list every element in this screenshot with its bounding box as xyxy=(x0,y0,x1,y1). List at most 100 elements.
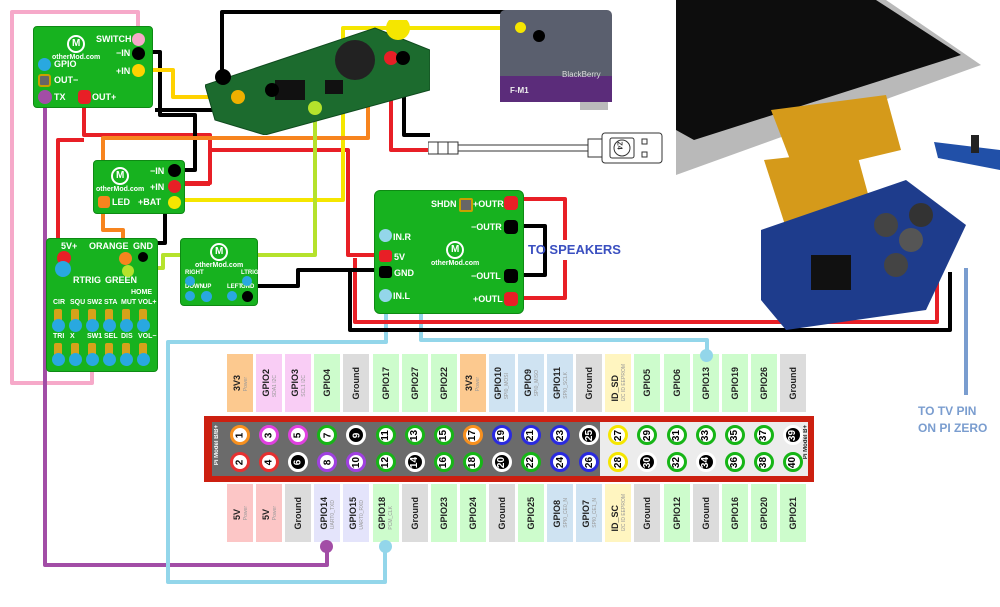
gpio-label-pin-32: GPIO12 xyxy=(663,484,690,542)
label-green: GREEN xyxy=(105,275,138,285)
gpio-label-pin-29: GPIO5 xyxy=(634,354,661,412)
pad-out-pos xyxy=(78,90,91,104)
gpio-name: 5V xyxy=(260,509,271,521)
pad-left xyxy=(227,291,237,301)
label-shdn: SHDN xyxy=(431,199,457,209)
gpio-name: GPIO13 xyxy=(700,366,711,400)
pad-in-r xyxy=(379,229,392,242)
gpio-function: Power xyxy=(271,505,278,521)
label-gpio: GPIO xyxy=(54,59,77,69)
controller-button-pad-mut xyxy=(120,319,133,332)
pad-neg-in xyxy=(168,164,181,177)
switch-board: M otherMod.com SWITCH −IN +IN GPIO OUT− … xyxy=(33,26,153,108)
pad-in-l xyxy=(379,289,392,302)
gpio-pin-13: 13 xyxy=(404,425,425,445)
gpio-pin-40: 40 xyxy=(782,452,803,472)
pad-gnd xyxy=(242,291,253,302)
pad-neg-in xyxy=(132,47,145,60)
gpio13-wire-dot xyxy=(700,349,713,362)
gpio-pin-20: 20 xyxy=(491,452,512,472)
controller-button-pad-vol xyxy=(137,319,150,332)
pad-pos-in xyxy=(132,64,145,77)
gpio-name: GPIO17 xyxy=(380,366,391,400)
pad-neg-outr xyxy=(504,220,518,234)
battery-brand: BlackBerry xyxy=(562,70,601,79)
gpio-pin-21: 21 xyxy=(521,425,541,445)
pad-tx xyxy=(38,90,52,104)
label-rtrig: RTRIG xyxy=(73,275,101,285)
gpio-name: GPIO3 xyxy=(289,369,300,397)
gpio-name: GPIO25 xyxy=(526,496,536,530)
controller-button-pad-cir xyxy=(52,319,65,332)
label-in-l: IN.L xyxy=(393,291,410,301)
gpio-name: GPIO26 xyxy=(758,366,769,400)
pad-ltrig xyxy=(242,276,252,286)
gpio-pin-4: 4 xyxy=(259,452,280,472)
wire-pink xyxy=(10,10,140,385)
pad-gpio xyxy=(38,58,51,71)
gpio-function: Power xyxy=(475,376,482,391)
battery-pos-contact xyxy=(515,22,526,33)
wire-speaker-black xyxy=(510,224,547,277)
gpio-label-pin-33: GPIO13 xyxy=(692,354,719,412)
dpad-board: M otherMod.com RIGHT DOWN UP LEFT LTRIG … xyxy=(180,238,259,306)
pad-pos-outr xyxy=(504,196,518,210)
wire-speaker-red xyxy=(510,197,567,300)
pad-switch xyxy=(132,33,145,46)
gpio-label-pin-39: Ground xyxy=(779,354,806,412)
controller-trace xyxy=(88,309,96,323)
gpio-pin-24: 24 xyxy=(550,452,571,472)
controller-button-pad-dis xyxy=(120,353,133,366)
gpio-function: SDA1 I2C xyxy=(271,374,278,397)
gpio-name: GPIO14 xyxy=(318,496,329,530)
gpio-function: I2C ID EEPROM xyxy=(620,494,627,532)
blackberry-battery: BlackBerry F-M1 xyxy=(500,10,618,110)
gpio-pin-5: 5 xyxy=(288,425,309,445)
controller-button-pad-squ xyxy=(69,319,82,332)
label-left: LEFT xyxy=(227,284,242,290)
gpio-label-pin-22: GPIO25 xyxy=(518,484,544,542)
gpio-pin-12: 12 xyxy=(375,452,396,472)
gpio-name: GPIO21 xyxy=(787,496,798,530)
gpio-pin-8: 8 xyxy=(317,452,338,472)
gpio-pin-22: 22 xyxy=(521,452,541,472)
gpio-pin-30: 30 xyxy=(637,452,658,472)
gpio-name: 3V3 xyxy=(231,374,242,391)
gpio-label-pin-40: GPIO21 xyxy=(779,484,806,542)
controller-label-sel: SEL xyxy=(104,333,118,340)
gpio-pin-35: 35 xyxy=(724,425,745,445)
gpio-pin-19: 19 xyxy=(491,425,512,445)
pad-neg-outl xyxy=(504,269,518,283)
controller-label-x: X xyxy=(70,333,75,340)
gpio-name: GPIO19 xyxy=(729,366,740,400)
label-pos-outl: +OUTL xyxy=(473,294,503,304)
label-home: HOME xyxy=(131,289,152,296)
to-tv-pin-label: TO TV PIN xyxy=(918,404,977,418)
controller-trace xyxy=(71,309,79,323)
gpio-pin-15: 15 xyxy=(433,425,454,445)
gpio-name: GPIO15 xyxy=(347,496,358,530)
label-5v: 5V+ xyxy=(61,241,78,251)
gpio-function: SPI0_CE1_N xyxy=(591,498,598,528)
gpio-label-pin-7: GPIO4 xyxy=(314,354,341,412)
controller-trace xyxy=(139,309,147,323)
gpio-label-pin-36: GPIO16 xyxy=(721,484,748,542)
controller-label-squ: SQU xyxy=(70,299,86,306)
gpio-name: GPIO27 xyxy=(409,366,420,400)
gpio-name: GPIO6 xyxy=(671,369,682,397)
controller-trace xyxy=(105,309,113,323)
gpio-function: I2C ID EEPROM xyxy=(620,364,627,402)
gpio-pin-11: 11 xyxy=(375,425,396,445)
controller-trace xyxy=(54,309,62,323)
label-tx: TX xyxy=(54,92,66,102)
label-gnd: GND xyxy=(133,241,153,251)
controller-label-sw1: SW1 xyxy=(87,333,103,340)
